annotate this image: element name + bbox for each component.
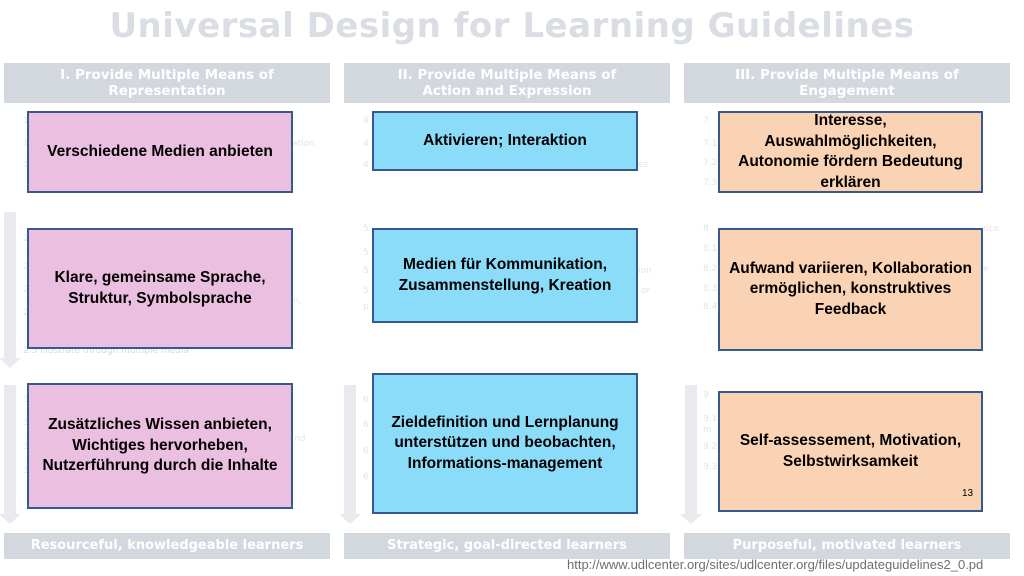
background-fragment: 9 [703,390,709,400]
box-engagement-row2: Aufwand variieren, Kollaboration ermögli… [718,228,983,351]
background-fragment: es [638,160,649,170]
background-fragment: 3 [23,442,29,452]
background-fragment: 6 [363,472,369,482]
column-header-line1: II. Provide Multiple Means of [397,67,617,83]
background-fragment: 2 [23,234,29,244]
background-fragment: 2.5 Illustrate through multiple media [23,346,189,356]
box-action-row2: Medien für Kommunikation, Zusammenstellu… [372,228,638,323]
background-fragment: ion [638,266,652,276]
page-number: 13 [962,488,974,499]
column-footer-engagement: Purposeful, motivated learners [684,533,1010,559]
background-fragment: 6 [363,420,369,430]
down-arrow-icon [0,385,21,524]
background-fragment: p [363,302,369,312]
down-arrow-icon [339,385,361,524]
background-fragment: 5 [363,224,369,234]
background-fragment: 7.3 [703,178,718,188]
down-arrow-icon [680,385,702,524]
background-fragment: 5 [363,266,369,276]
background-fragment: ation [292,139,315,149]
background-fragment: 7.2 [703,158,718,168]
box-representation-row2: Klare, gemeinsame Sprache, Struktur, Sym… [27,228,293,349]
background-fragment: 8.4 [703,302,718,312]
background-fragment: 3 [23,466,29,476]
column-header-line2: Action and Expression [422,83,592,99]
background-fragment: 3 [23,418,29,428]
box-engagement-row1: Interesse, Auswahlmöglichkeiten, Autonom… [718,111,983,193]
background-fragment: 6 [363,395,369,405]
column-header-line2: Representation [108,83,226,99]
down-arrow-icon [0,212,21,368]
background-fragment: 6 [363,446,369,456]
background-fragment: 1 [23,160,29,170]
background-fragment: 7.1 [703,139,718,149]
background-fragment: 5 [363,248,369,258]
column-header-line1: III. Provide Multiple Means of [735,67,959,83]
box-representation-row1: Verschiedene Medien anbieten [27,111,293,193]
column-header-action-expression: II. Provide Multiple Means of Action and… [344,63,670,103]
background-fragment: 4 [363,160,369,170]
background-fragment: 8.2 [703,264,718,274]
column-header-representation: I. Provide Multiple Means of Representat… [4,63,330,103]
background-fragment: 2 [23,285,29,295]
background-fragment: m [703,425,712,435]
background-fragment: n, [293,296,302,306]
background-fragment: 9.3 [703,462,718,472]
background-fragment: 4 [363,116,369,126]
background-fragment: 4 [363,139,369,149]
background-fragment: 1 [23,116,29,126]
background-fragment: 3 [23,395,29,405]
column-header-line2: Engagement [799,83,895,99]
column-header-engagement: III. Provide Multiple Means of Engagemen… [684,63,1010,103]
background-fragment: 9.2 [703,442,718,452]
background-fragment: nd [294,434,306,444]
box-engagement-row3: Self-assessement, Motivation, Selbstwirk… [718,391,983,512]
background-fragment: 8.3 [703,284,718,294]
box-representation-row3: Zusätzliches Wissen anbieten, Wichtiges … [27,383,293,509]
box-action-row3: Zieldefinition und Lernplanung unterstüt… [372,373,638,514]
source-url[interactable]: http://www.udlcenter.org/sites/udlcenter… [567,557,984,572]
page-title: Universal Design for Learning Guidelines [109,6,915,46]
column-footer-action-expression: Strategic, goal-directed learners [344,533,670,559]
background-fragment: 7 [703,116,709,126]
background-fragment: 5 [363,286,369,296]
background-fragment: nce [983,224,1000,234]
background-fragment: 9.1 [703,414,718,424]
box-action-row1: Aktivieren; Interaktion [372,111,638,171]
background-fragment: or [641,286,651,296]
background-fragment: 2 [23,262,29,272]
background-fragment: 8.1 [703,244,718,254]
column-footer-representation: Resourceful, knowledgeable learners [4,533,330,559]
background-fragment: 8 [703,224,709,234]
background-fragment: e [983,264,989,274]
background-fragment: 2 [23,308,29,318]
background-fragment: 1 [23,139,29,149]
column-header-line1: I. Provide Multiple Means of [60,67,274,83]
